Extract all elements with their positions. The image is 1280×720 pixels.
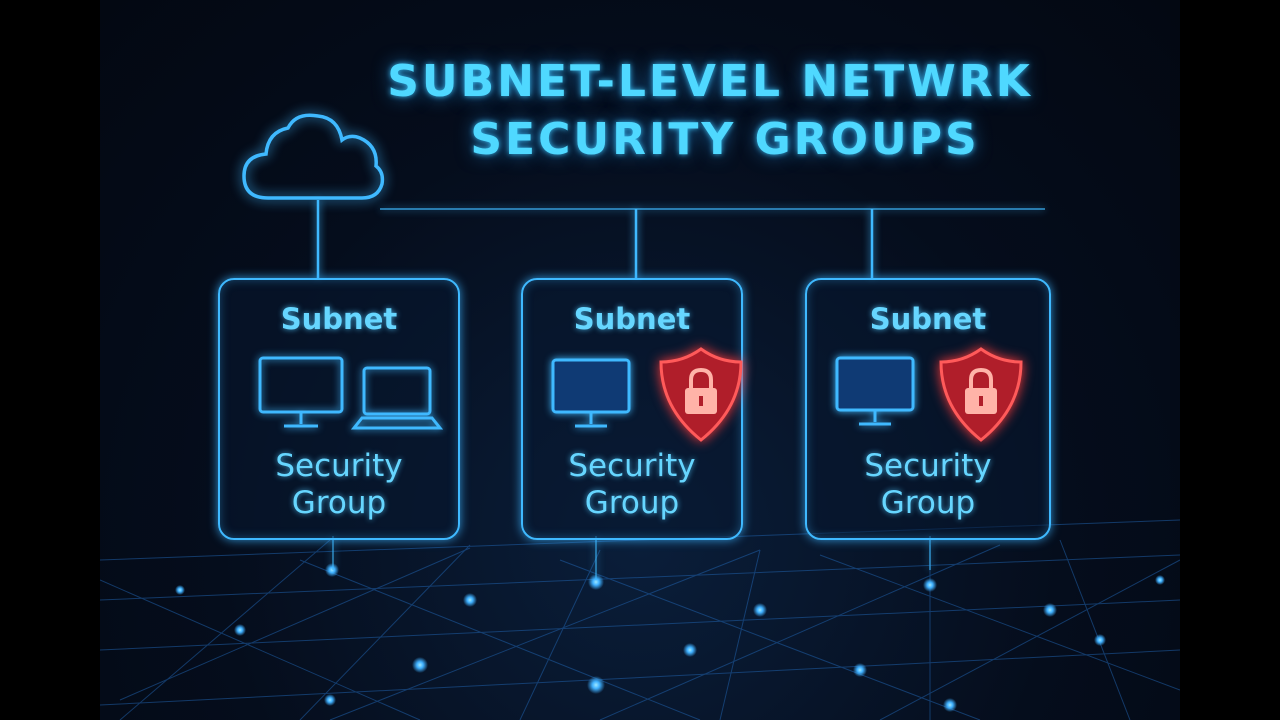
security-group-label: Security Group [864,448,992,521]
letterbox-right [1180,0,1280,720]
monitor-icon [551,358,631,428]
security-group-label: Security Group [568,448,696,521]
diagram-title-line-1: SUBNET-LEVEL NETWRK [387,56,1033,107]
network-grid [100,519,1180,720]
subnet-title: Subnet [869,302,987,336]
subnet-title: Subnet [573,302,691,336]
security-group-label: Security Group [275,448,403,521]
cloud-icon [242,113,385,200]
subnet-card-1: Subnet Security Group [218,278,460,540]
subnet-card-3: Subnet Security Group [805,278,1051,540]
laptop-icon [350,366,444,430]
monitor-icon [258,356,344,428]
diagram-title-line-2: SECURITY GROUPS [470,114,980,165]
monitor-icon [835,356,915,426]
shield-lock-icon [659,347,743,442]
subnet-card-2: Subnet Security Group [521,278,743,540]
letterbox-left [0,0,100,720]
shield-lock-icon [939,347,1023,442]
subnet-title: Subnet [280,302,398,336]
